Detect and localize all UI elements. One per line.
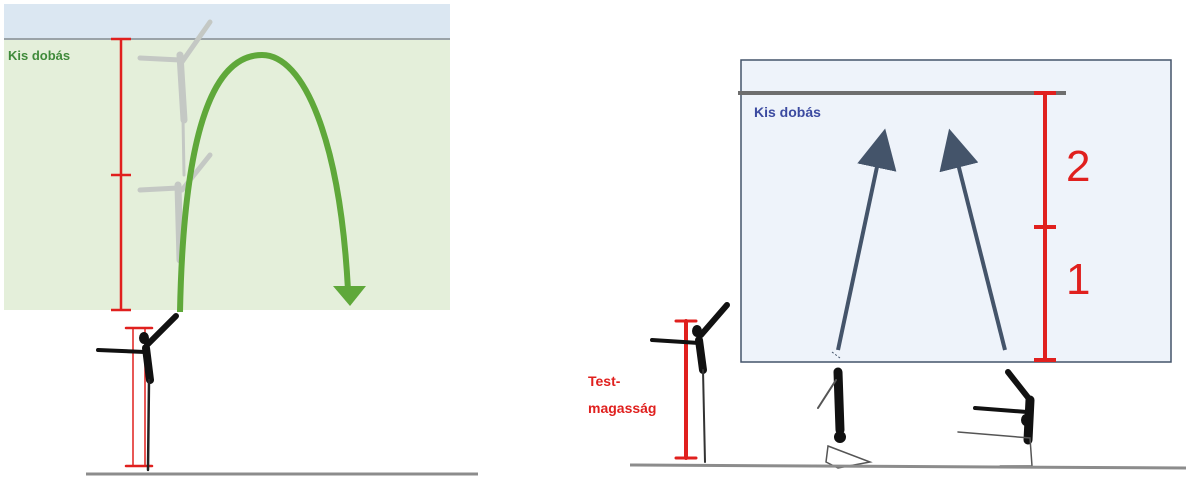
left-diagram — [4, 4, 478, 476]
up-arrow-icon — [939, 128, 1007, 351]
gymnast-ghost-icon — [137, 19, 213, 177]
left-zone-label: Kis dobás — [8, 48, 71, 63]
gymnast-kneeling-icon — [817, 367, 873, 469]
gymnast-sitting-icon — [957, 369, 1035, 467]
parabola-arrow-icon — [177, 51, 366, 313]
body-height-label-line1: Test- — [588, 373, 621, 389]
body-height-label: Test- magasság — [588, 368, 656, 422]
left-throw-zone — [4, 39, 450, 310]
right-zone-label: Kis dobás — [754, 104, 821, 120]
height-scale-icon — [1034, 91, 1056, 362]
body-height-label-line2: magasság — [588, 400, 657, 416]
height-scale-icon — [111, 37, 131, 312]
right-diagram — [629, 59, 1187, 470]
left-sky-band — [4, 4, 450, 39]
right-throw-zone — [740, 59, 1172, 363]
right-floor-line — [629, 463, 1187, 470]
scale-label-two: 2 — [1066, 142, 1091, 191]
up-arrow-icon — [836, 128, 897, 351]
scale-label-one: 1 — [1066, 255, 1091, 304]
gymnast-arabesque-icon — [650, 302, 730, 463]
gymnast-arabesque-icon — [96, 313, 179, 472]
